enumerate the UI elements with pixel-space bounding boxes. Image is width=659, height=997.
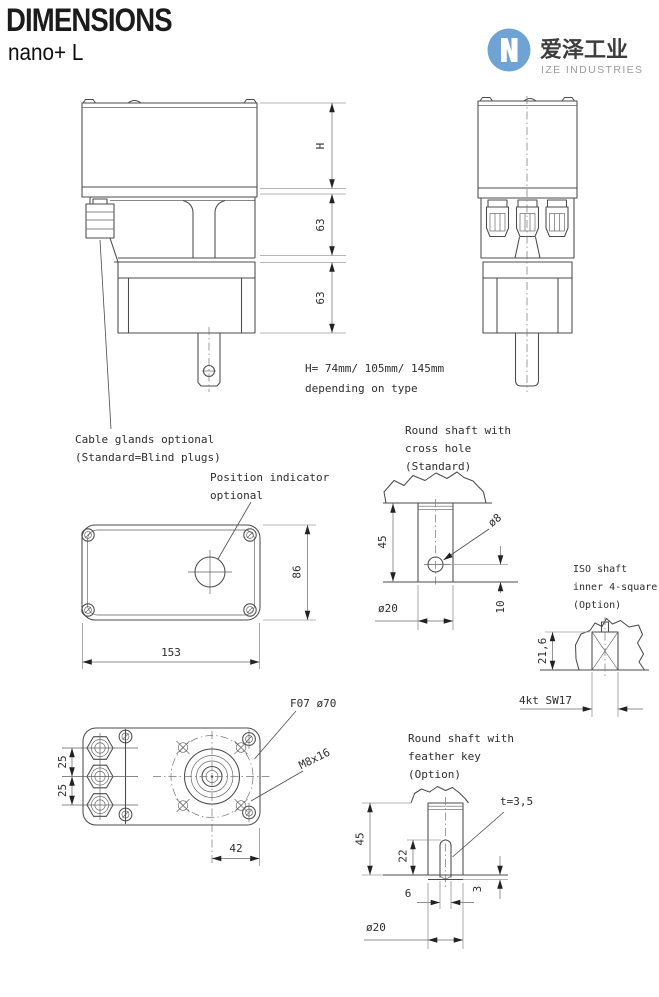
mounting-flange	[153, 731, 271, 866]
dim-label-22: 22	[397, 849, 410, 862]
feather-title-line3: (Option)	[408, 768, 461, 781]
position-note-line1: Position indicator	[210, 471, 330, 484]
front-view-drawing: H 63 63	[81, 98, 346, 430]
logo-n-icon	[501, 38, 518, 62]
top-view-dimensions: 86 153	[82, 524, 316, 669]
height-note: H= 74mm/ 105mm/ 145mm depending on type	[305, 362, 444, 395]
feather-title-line2: feather key	[408, 750, 481, 763]
dim-label-86: 86	[291, 565, 304, 578]
label-m8x16: M8x16	[297, 746, 332, 772]
dim-label-45-cross: 45	[376, 535, 389, 548]
logo-company-name: 爱泽工业	[540, 38, 628, 63]
page-subtitle: nano+ L	[8, 39, 84, 65]
height-note-line1: H= 74mm/ 105mm/ 145mm	[305, 362, 444, 375]
cross-hole-title-line2: cross hole	[405, 442, 471, 455]
iso-shaft-drawing: ISO shaft inner 4-square (Option) 21,6 4…	[519, 564, 657, 717]
dim-label-45-feather: 45	[354, 832, 367, 845]
label-f07: F07 ø70	[290, 697, 336, 710]
dim-label-3: 3	[471, 886, 484, 893]
position-indicator-note: Position indicator optional	[210, 471, 330, 560]
cross-hole-shaft-drawing: Round shaft with cross hole (Standard) ø…	[375, 424, 518, 630]
cable-gland-hexes	[62, 733, 138, 820]
dim-label-63-lower: 63	[314, 291, 327, 304]
height-note-line2: depending on type	[305, 382, 418, 395]
iso-title-line2: inner 4-square	[573, 582, 657, 593]
dim-label-216: 21,6	[536, 638, 549, 665]
dim-label-42: 42	[229, 842, 242, 855]
iso-title-line3: (Option)	[573, 600, 621, 611]
bottom-view-drawing: 25 25 42 F07 ø70 M8x16	[56, 697, 336, 866]
feather-title-line1: Round shaft with	[408, 732, 514, 745]
iso-title-line1: ISO shaft	[573, 564, 627, 575]
dim-label-d20-feather: ø20	[366, 921, 386, 934]
page-title: DIMENSIONS	[6, 2, 173, 38]
dim-label-25-lower: 25	[56, 784, 69, 797]
cover-screws	[81, 528, 257, 617]
top-view-drawing: 86 153	[81, 524, 316, 669]
label-4kt-sw17: 4kt SW17	[519, 694, 572, 707]
bottom-view-dimensions: 25 25 42 F07 ø70 M8x16	[56, 697, 336, 866]
flange-bolt-holes	[176, 740, 248, 813]
side-view-drawing	[477, 96, 578, 392]
front-view-dimensions: H 63 63	[260, 102, 346, 334]
cable-glands-note: Cable glands optional (Standard=Blind pl…	[75, 433, 221, 464]
cross-hole-title-line1: Round shaft with	[405, 424, 511, 437]
dim-label-d8: ø8	[486, 511, 504, 529]
cable-glands-side	[485, 199, 569, 238]
cable-note-line1: Cable glands optional	[75, 433, 214, 446]
feather-key-shaft-drawing: Round shaft with feather key (Option) t=…	[354, 732, 533, 949]
position-indicator-leader-line	[217, 501, 252, 560]
dim-label-6: 6	[405, 887, 412, 900]
dim-label-d20-cross: ø20	[378, 602, 398, 615]
housing-screws	[118, 729, 256, 822]
cable-note-line2: (Standard=Blind plugs)	[75, 451, 221, 464]
dim-label-25-upper: 25	[56, 755, 69, 768]
position-note-line2: optional	[210, 489, 263, 502]
cable-gland-leader-line	[99, 239, 112, 430]
cross-hole-title-line3: (Standard)	[405, 460, 471, 473]
company-logo: 爱泽工业 IZE INDUSTRIES	[487, 28, 643, 76]
dim-label-10: 10	[494, 600, 507, 613]
logo-company-subtitle: IZE INDUSTRIES	[541, 64, 643, 76]
position-indicator-circle	[188, 550, 232, 594]
cable-gland-front	[85, 198, 115, 239]
dim-label-h: H	[314, 143, 327, 150]
dim-label-63-upper: 63	[314, 218, 327, 231]
dim-label-t35: t=3,5	[500, 795, 533, 808]
dim-label-153: 153	[161, 646, 181, 659]
